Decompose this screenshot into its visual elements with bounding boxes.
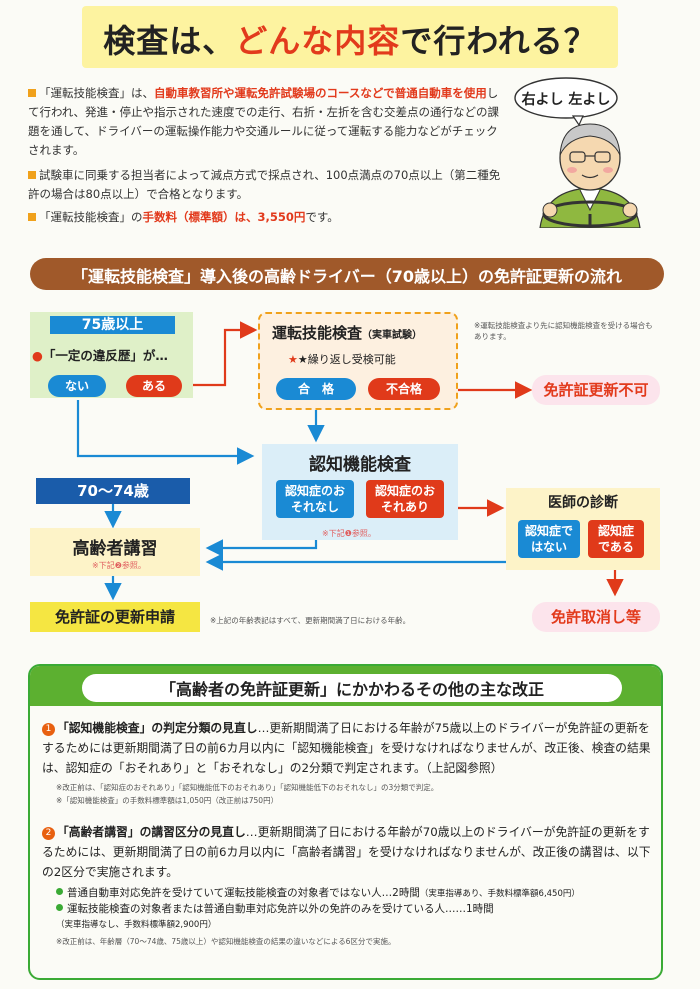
ref-note-2: ※下記❷参照。 (92, 561, 146, 570)
green-bullet-icon (56, 888, 63, 895)
reform-item-2-bullet-1: 普通自動車対応免許を受けていて運転技能検査の対象者ではない人…2時間（実車指導あ… (56, 886, 652, 902)
title-suffix: で行われる？ (400, 22, 597, 60)
number-2-icon: 2 (42, 827, 55, 840)
reform-item-2-bullet-1-fee: （実車指導あり、手数料標準額6,450円） (419, 889, 580, 899)
reform-section (28, 664, 663, 980)
reform-item-2-head: 「高齢者講習」の講習区分の見直し (57, 825, 246, 839)
reform-item-2-bullet-2-text: 運転技能検査の対象者または普通自動車対応免許以外の免許のみを受けている人……1時… (67, 903, 494, 915)
flow-header-text: 「運転技能検査」導入後の高齢ドライバー（70歳以上）の免許証更新の流れ (72, 267, 622, 286)
age-75-label: 75歳以上 (50, 316, 175, 334)
intro-p2-text: 試験車に同乗する担当者によって減点方式で採点され、100点満点の70点以上（第二… (28, 168, 501, 201)
intro-paragraph-3: 「運転技能検査」の手数料（標準額）は、3,550円です。 (28, 208, 508, 227)
intro-p3-text-b: です。 (305, 210, 339, 224)
retry-note-text: ★繰り返し受検可能 (297, 353, 396, 366)
reform-title: 「高齢者の免許証更新」にかかわるその他の主な改正 (159, 680, 544, 699)
reform-item-1-body: …更新期間満了日における年齢が75歳以上のドライバーが免許証の更新をするためには… (42, 721, 651, 775)
driving-test-side-note: ※運転技能検査より先に認知機能検査を受ける場合もあります。 (474, 321, 653, 341)
ref-note-1: ※下記❶参照。 (322, 529, 376, 538)
renewal-box: 免許証の更新申請 (30, 602, 200, 632)
reform-item-2-body: …更新期間満了日における年齢が70歳以上のドライバーが免許証の更新をするためには… (42, 825, 651, 879)
violation-question: ●「一定の違反歴」が… (32, 348, 168, 363)
speech-text: 右よし 左よし (521, 91, 611, 108)
age-70-74-label: 70〜74歳 (36, 478, 190, 504)
green-bullet-icon (56, 904, 63, 911)
fail-pill: 不合格 (368, 378, 440, 400)
number-1-icon: 1 (42, 723, 55, 736)
intro-p1-highlight: 自動車教習所や運転免許試験場のコースなどで普通自動車を使用 (154, 86, 487, 100)
elderly-driver-illustration-icon (539, 123, 641, 228)
no-violation-pill: ない (48, 375, 106, 397)
revoke-box: 免許取消し等 (532, 602, 660, 632)
intro-paragraph-2: 試験車に同乗する担当者によって減点方式で採点され、100点満点の70点以上（第二… (28, 166, 508, 204)
reform-title-pill: 「高齢者の免許証更新」にかかわるその他の主な改正 (82, 674, 622, 702)
flow-section-header: 「運転技能検査」導入後の高齢ドライバー（70歳以上）の免許証更新の流れ (30, 258, 664, 290)
reform-item-2-bullet-1-text: 普通自動車対応免許を受けていて運転技能検査の対象者ではない人…2時間 (67, 887, 420, 899)
lecture-panel (30, 528, 200, 576)
lecture-title: 高齢者講習 (72, 539, 158, 559)
pass-pill: 合 格 (276, 378, 356, 400)
reform-item-1-head: 「認知機能検査」の判定分類の見直し (57, 721, 258, 735)
is-dementia-box: 認知症である (588, 520, 644, 558)
has-violation-pill: ある (126, 375, 182, 397)
age-note: ※上記の年齢表記はすべて、更新期間満了日における年齢。 (210, 616, 411, 625)
driving-test-title: 運転技能検査（実車試験） (272, 322, 422, 343)
doctor-title: 医師の診断 (548, 495, 618, 511)
bullet-square-icon (28, 89, 36, 97)
reform-item-1-note-1: ※改正前は、「認知症のおそれあり」「認知機能低下のおそれあり」「認知機能低下のお… (56, 783, 439, 792)
reform-item-1: 1「認知機能検査」の判定分類の見直し…更新期間満了日における年齢が75歳以上のド… (42, 718, 652, 778)
no-dementia-text: 認知症のおそれなし (285, 484, 346, 514)
intro-p1-text-a: 「運転技能検査」は、 (39, 86, 154, 100)
intro-paragraph-1: 「運転技能検査」は、自動車教習所や運転免許試験場のコースなどで普通自動車を使用し… (28, 84, 508, 160)
title-prefix: 検査は、 (103, 22, 236, 60)
retry-note: ★★繰り返し受検可能 (288, 353, 396, 366)
reform-item-2-bullet-2: 運転技能検査の対象者または普通自動車対応免許以外の免許のみを受けている人……1時… (56, 902, 652, 933)
intro-p3-highlight: 手数料（標準額）は、3,550円 (142, 210, 306, 224)
dementia-risk-box: 認知症のおそれあり (366, 480, 444, 518)
driving-test-title-text: 運転技能検査 (272, 324, 363, 342)
reform-item-1-note-2: ※「認知機能検査」の手数料標準額は1,050円（改正前は750円） (56, 796, 279, 805)
bullet-square-icon (28, 171, 36, 179)
speech-bubble: 右よし 左よし (514, 77, 618, 126)
no-dementia-box: 認知症のおそれなし (276, 480, 354, 518)
cognitive-test-title: 認知機能検査 (309, 455, 411, 475)
title-highlight: どんな内容 (235, 22, 401, 60)
reform-item-2: 2「高齢者講習」の講習区分の見直し…更新期間満了日における年齢が70歳以上のドラ… (42, 822, 652, 882)
cannot-renew-box: 免許証更新不可 (532, 375, 660, 405)
not-dementia-text: 認知症ではない (524, 524, 573, 554)
intro-p3-text-a: 「運転技能検査」の (39, 210, 143, 224)
title-banner: 検査は、どんな内容で行われる？ (82, 6, 618, 68)
violation-question-text: 「一定の違反歴」が… (42, 348, 168, 363)
driving-test-subtitle: （実車試験） (362, 330, 423, 341)
dementia-risk-text: 認知症のおそれあり (375, 484, 436, 514)
is-dementia-text: 認知症である (597, 524, 634, 554)
reform-item-2-bullet-2-fee: （実車指導なし、手数料標準額2,900円） (56, 920, 217, 930)
page-title: 検査は、どんな内容で行われる？ (82, 16, 618, 62)
intro-p1-text-b: して行われ、発進・停止や指示された速度での走行、右折・左折を含む交差点の通行など… (28, 86, 500, 157)
not-dementia-box: 認知症ではない (518, 520, 580, 558)
reform-item-2-note: ※改正前は、年齢層（70〜74歳、75歳以上）や認知機能検査の結果の違いなどによ… (56, 937, 396, 946)
bullet-square-icon (28, 213, 36, 221)
